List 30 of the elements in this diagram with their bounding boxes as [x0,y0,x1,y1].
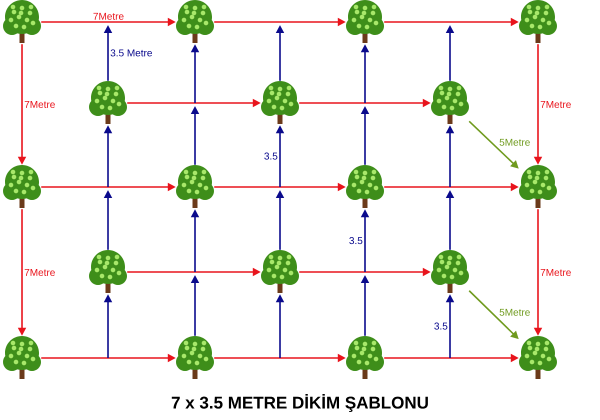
tree-drawing [346,336,384,379]
tree-drawing [89,81,127,124]
tree-drawing [431,81,469,124]
tree-drawing [261,81,299,124]
edge-label: 7Metre [23,268,56,277]
tree-drawing [176,336,214,379]
tree-drawing [176,0,214,43]
tree-drawing [3,0,41,43]
edge-label: 3.5 [348,236,364,246]
tree-drawing [89,250,127,293]
edge-label: 3.5 Metre [109,48,154,58]
tree-drawing [431,250,469,293]
tree-drawing [3,165,41,208]
edge-label: 7Metre [23,100,56,109]
edge-label: 3.5 [262,152,279,161]
tree-drawing [346,165,384,208]
title: 7 x 3.5 METRE DİKİM ŞABLONU [172,394,428,412]
edge-label: 7Metre [539,268,572,277]
edge-label: 7Metre [92,12,126,21]
edge-label: 5Metre [498,308,532,317]
tree-drawing [519,165,557,208]
tree-drawing [176,165,214,208]
edge-label: 7Metre [539,100,572,109]
tree-drawing [261,250,299,293]
edge-label: 5Metre [498,138,532,147]
tree-drawing [519,0,557,43]
tree-drawing [346,0,384,43]
edge-label: 3.5 [432,322,449,331]
tree-drawing [519,336,557,379]
tree-drawing [3,336,41,379]
